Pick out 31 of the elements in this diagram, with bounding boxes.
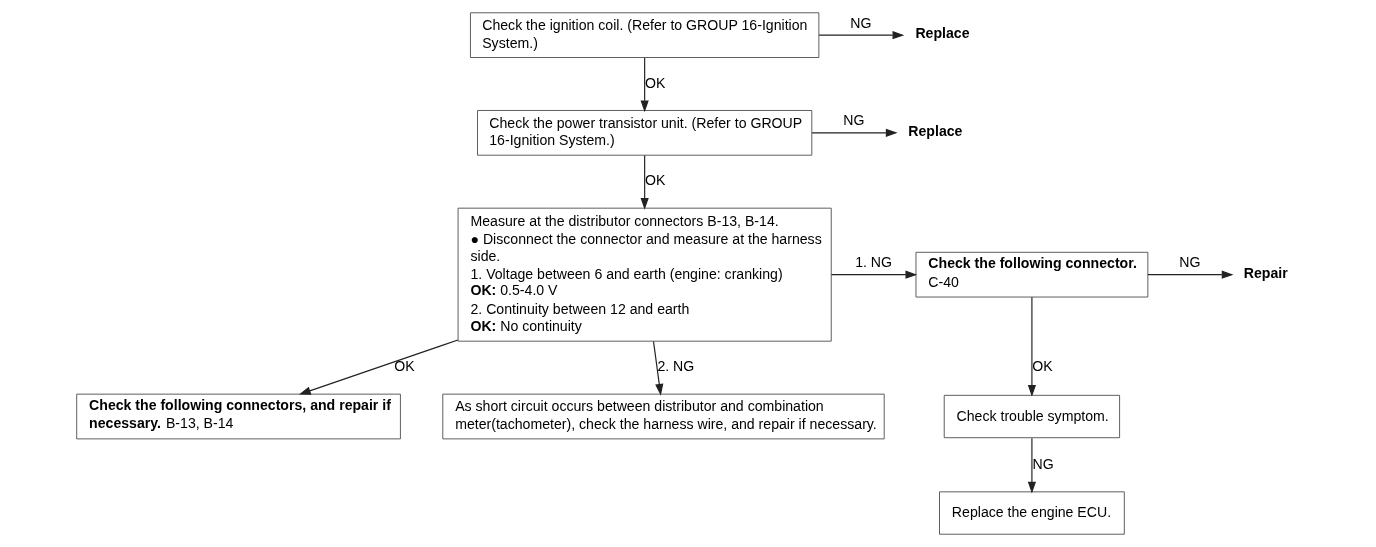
arrow <box>652 340 663 396</box>
node-box: Check the ignition coil. (Refer to GROUP 16-Ignition System.) <box>469 12 819 58</box>
node-box: Check the following connector. C-40 <box>915 251 1148 298</box>
arrow <box>811 128 898 137</box>
edge-label: OK <box>1031 358 1053 375</box>
arrow <box>818 31 904 40</box>
arrow <box>640 57 649 113</box>
edge-label: NG <box>849 14 872 31</box>
edge-label: 2. NG <box>656 358 694 375</box>
node-box: Check the power transistor unit. (Refer to GROUP 16-Ignition System.) <box>476 110 812 156</box>
edge-label: OK <box>644 74 665 91</box>
arrow <box>830 270 917 279</box>
edge-label: 1. NG <box>854 254 892 271</box>
node-box: Check trouble symptom. <box>943 394 1120 439</box>
edge-label: NG <box>1032 456 1054 473</box>
edge-label: NG <box>842 112 864 129</box>
node-box: Replace the engine ECU. <box>938 491 1125 535</box>
arrow <box>1027 437 1036 494</box>
node-box: Measure at the distributor connectors B-13, B-14. ● Disconnect the connector and measure at the harness side. 1. Voltage between 6 and earth (engine: cranking) OK: 0.5-4.0 V 2. Continuity between 12 and earth OK: No continuity <box>457 207 832 342</box>
arrow <box>1146 270 1234 279</box>
arrow <box>298 339 459 395</box>
node-text: Replace <box>914 25 970 42</box>
arrow <box>640 154 649 210</box>
node-box: Check the following connectors, and repair if necessary. B-13, B-14 <box>75 393 401 440</box>
edge-label: OK <box>393 358 415 375</box>
node-box: As short circuit occurs between distributor and combination meter(tachometer), check the harness wire, and repair if necessary. <box>441 393 885 440</box>
edge-label: NG <box>1178 254 1201 271</box>
edge-label: OK <box>644 172 665 189</box>
node-text: Replace <box>907 122 962 139</box>
arrow <box>1027 296 1036 397</box>
node-text: Repair <box>1243 264 1288 281</box>
